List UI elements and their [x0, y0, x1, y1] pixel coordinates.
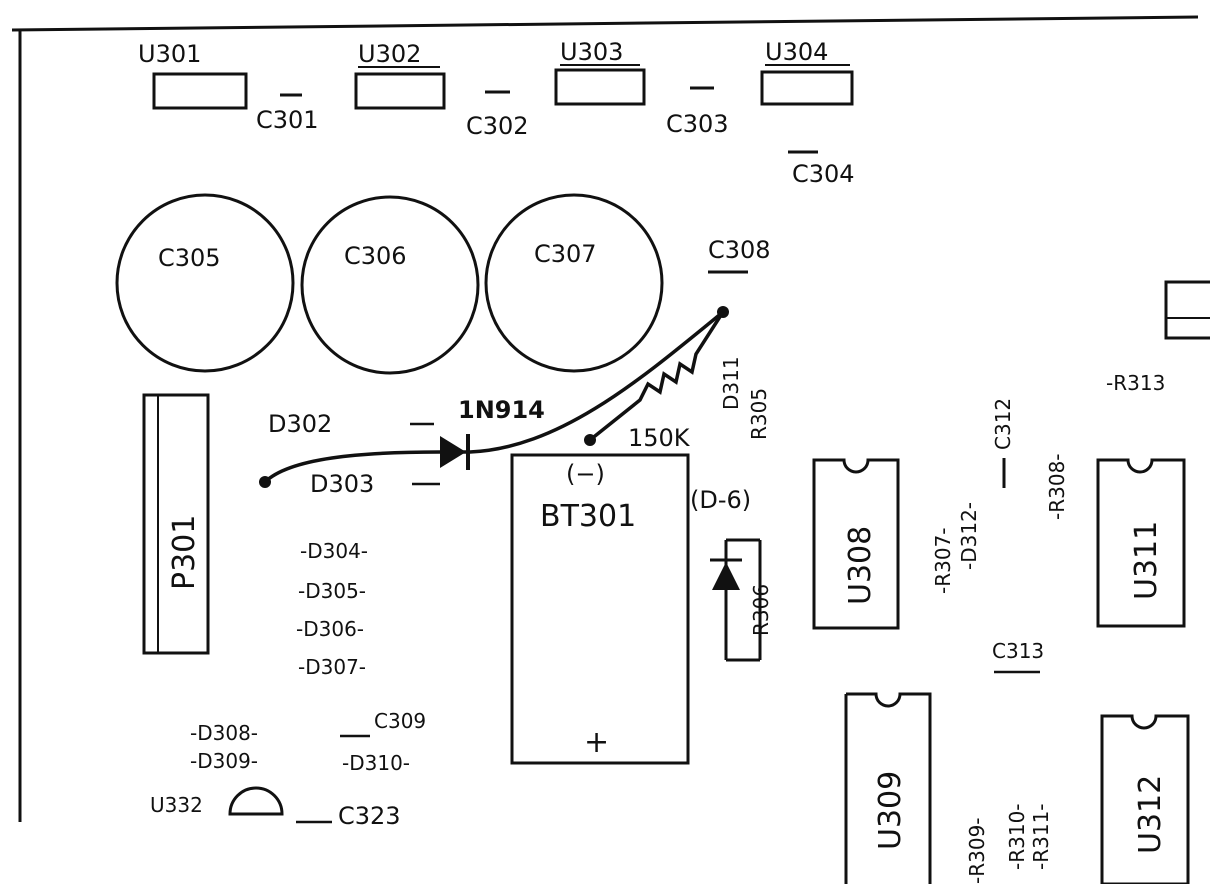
label-u308: U308 — [843, 526, 878, 605]
label-r308: -R308- — [1045, 453, 1069, 520]
label-c312: C312 — [991, 398, 1015, 450]
label-bt-minus: (−) — [566, 460, 605, 488]
label-c323: C323 — [338, 802, 401, 830]
ic-u311 — [1096, 458, 1186, 628]
edge-component — [1164, 280, 1210, 340]
label-c308: C308 — [708, 236, 771, 264]
label-1n914: 1N914 — [458, 396, 545, 424]
label-r311: -R311- — [1029, 803, 1053, 870]
label-d306: -D306- — [296, 617, 364, 641]
label-r313: -R313 — [1106, 371, 1165, 395]
label-d304: -D304- — [300, 539, 368, 563]
cap-c307 — [484, 193, 664, 373]
node-left — [259, 476, 271, 488]
label-d310: -D310- — [342, 751, 410, 775]
ic-u303 — [554, 68, 646, 106]
ic-u312 — [1100, 714, 1190, 884]
label-150k: 150K — [628, 424, 691, 452]
label-r307: -R307- — [931, 527, 955, 594]
label-c301: C301 — [256, 106, 319, 134]
label-u332: U332 — [150, 793, 203, 817]
ic-u309 — [846, 692, 932, 884]
label-d308: -D308- — [190, 721, 258, 745]
resistor-150k — [588, 311, 725, 442]
label-u312: U312 — [1133, 775, 1168, 854]
ic-u301 — [152, 72, 248, 110]
label-p301: P301 — [167, 515, 202, 590]
label-u301: U301 — [138, 40, 201, 68]
label-c307: C307 — [534, 240, 597, 268]
label-c309: C309 — [374, 709, 426, 733]
label-c305: C305 — [158, 244, 221, 272]
label-c303: C303 — [666, 110, 729, 138]
label-u311: U311 — [1129, 521, 1164, 600]
label-d309: -D309- — [190, 749, 258, 773]
battery-bt301 — [510, 453, 690, 765]
label-d302: D302 — [268, 410, 332, 438]
label-u309: U309 — [873, 771, 908, 850]
label-d305: -D305- — [298, 579, 366, 603]
label-c302: C302 — [466, 112, 529, 140]
ic-u302 — [354, 72, 446, 110]
label-r305: R305 — [747, 388, 771, 440]
label-bt-plus: + — [584, 725, 609, 760]
ic-u304 — [760, 70, 854, 106]
label-u304: U304 — [765, 38, 828, 66]
ic-u308 — [812, 458, 900, 630]
board-edge-top — [11, 15, 1199, 32]
node-resistor — [584, 434, 596, 446]
transistor-u332 — [228, 786, 284, 816]
label-r309: -R309- — [965, 817, 989, 884]
label-d303: D303 — [310, 470, 374, 498]
label-d307: -D307- — [298, 655, 366, 679]
connector-p301 — [142, 393, 210, 655]
label-u302: U302 — [358, 40, 421, 68]
cap-c305 — [115, 193, 295, 373]
label-c313: C313 — [992, 639, 1044, 663]
label-d6: (D-6) — [690, 486, 751, 514]
label-d311: D311 — [719, 356, 743, 410]
diode-d302-body — [440, 436, 466, 468]
cap-c306 — [300, 195, 480, 375]
label-d312: -D312- — [957, 502, 981, 570]
label-u303: U303 — [560, 38, 623, 66]
label-r306: R306 — [749, 584, 773, 636]
label-c304: C304 — [792, 160, 855, 188]
label-bt301: BT301 — [540, 499, 636, 534]
label-r310: -R310- — [1005, 803, 1029, 870]
label-c306: C306 — [344, 242, 407, 270]
wire-d302 — [263, 310, 725, 484]
